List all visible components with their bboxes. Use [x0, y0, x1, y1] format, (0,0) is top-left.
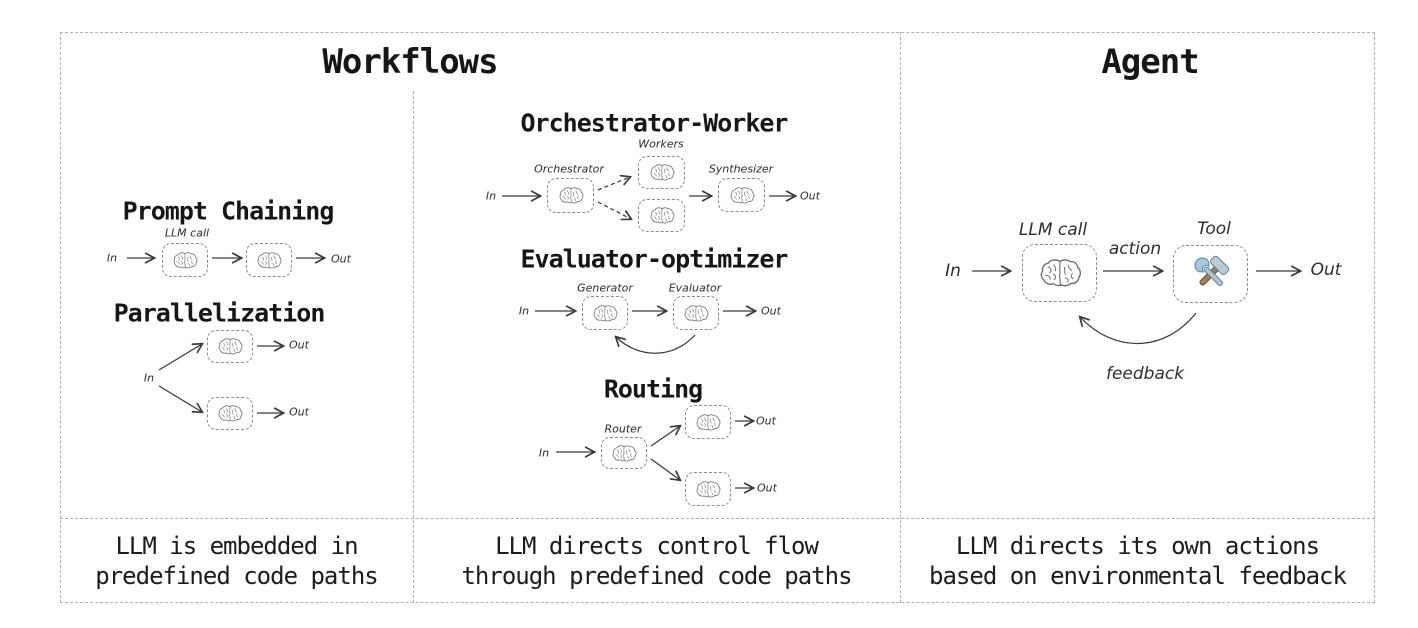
- prompt-chaining-in-label: In: [106, 251, 118, 265]
- routing-out-label: Out: [757, 481, 777, 495]
- brain-icon: [256, 251, 282, 270]
- orchestrator-worker-heading: Orchestrator-Worker: [520, 108, 789, 138]
- agent-title: Agent: [1101, 42, 1199, 82]
- brain-icon: [695, 413, 721, 432]
- caption-line: LLM directs control flow: [495, 531, 819, 560]
- agent-llm-node: [1022, 244, 1097, 302]
- outer-frame: [60, 32, 1375, 603]
- caption-line: based on environmental feedback: [929, 561, 1347, 590]
- brain-icon: [558, 186, 584, 205]
- brain-icon: [217, 337, 243, 356]
- prompt-chaining-heading: Prompt Chaining: [122, 196, 335, 226]
- evaluator-in-label: In: [518, 304, 530, 318]
- parallelization-in-label: In: [143, 371, 155, 385]
- router-label: Router: [604, 422, 642, 436]
- parallelization-out-label: Out: [289, 405, 309, 419]
- agent-llm-call-label: LLM call: [1018, 220, 1088, 240]
- prompt-chaining-out-label: Out: [331, 252, 351, 266]
- llm-call-node: [685, 405, 731, 439]
- brain-icon: [611, 444, 637, 463]
- orchestrator-in-label: In: [485, 189, 497, 203]
- feedback-label: feedback: [1105, 364, 1185, 384]
- caption-line: predefined code paths: [95, 561, 378, 590]
- caption-row-divider: [60, 518, 1375, 519]
- brain-icon: [649, 163, 675, 182]
- workflows-caption-middle: LLM directs control flow through predefi…: [413, 518, 900, 603]
- agent-in-label: In: [945, 261, 961, 281]
- brain-icon: [592, 304, 618, 323]
- agent-tool-node: [1173, 245, 1248, 303]
- llm-call-node: [246, 243, 292, 277]
- routing-heading: Routing: [603, 374, 703, 404]
- llm-call-node: [207, 330, 253, 363]
- agent-out-label: Out: [1310, 260, 1342, 280]
- llm-call-node: [207, 397, 253, 430]
- brain-icon: [729, 186, 755, 205]
- orchestrator-node: [547, 178, 594, 213]
- brain-icon: [695, 480, 721, 499]
- hammer-wrench-icon: [1190, 253, 1232, 295]
- action-label: action: [1108, 239, 1162, 259]
- synthesizer-label: Synthesizer: [708, 162, 774, 176]
- routing-out-label: Out: [756, 414, 776, 428]
- generator-label: Generator: [577, 281, 633, 295]
- routing-in-label: In: [538, 446, 550, 460]
- brain-icon: [683, 304, 709, 323]
- brain-icon: [217, 404, 243, 423]
- orchestrator-label: Orchestrator: [534, 162, 604, 176]
- llm-call-node: [685, 472, 731, 506]
- workers-label: Workers: [638, 137, 684, 151]
- synthesizer-node: [718, 178, 765, 212]
- worker-node: [638, 156, 685, 189]
- orchestrator-out-label: Out: [800, 189, 820, 203]
- brain-icon: [172, 251, 198, 270]
- agent-caption: LLM directs its own actions based on env…: [900, 518, 1375, 603]
- evaluator-optimizer-heading: Evaluator-optimizer: [520, 244, 789, 274]
- worker-node: [638, 199, 685, 232]
- workflows-column-divider: [413, 91, 414, 603]
- llm-call-node: [162, 243, 208, 277]
- caption-line: LLM directs its own actions: [955, 531, 1320, 560]
- workflows-caption-left: LLM is embedded in predefined code paths: [60, 518, 413, 603]
- parallelization-out-label: Out: [289, 338, 309, 352]
- evaluator-label: Evaluator: [668, 281, 722, 295]
- workflows-agent-divider: [900, 32, 901, 603]
- llm-call-label: LLM call: [164, 226, 210, 240]
- workflows-title: Workflows: [322, 42, 498, 82]
- parallelization-heading: Parallelization: [113, 298, 326, 328]
- caption-line: through predefined code paths: [461, 561, 852, 590]
- evaluator-node: [673, 296, 719, 330]
- evaluator-out-label: Out: [761, 304, 781, 318]
- brain-icon: [649, 206, 675, 225]
- brain-icon: [1038, 257, 1082, 289]
- caption-line: LLM is embedded in: [115, 531, 358, 560]
- router-node: [601, 437, 647, 469]
- generator-node: [582, 296, 628, 330]
- tool-label: Tool: [1197, 219, 1231, 239]
